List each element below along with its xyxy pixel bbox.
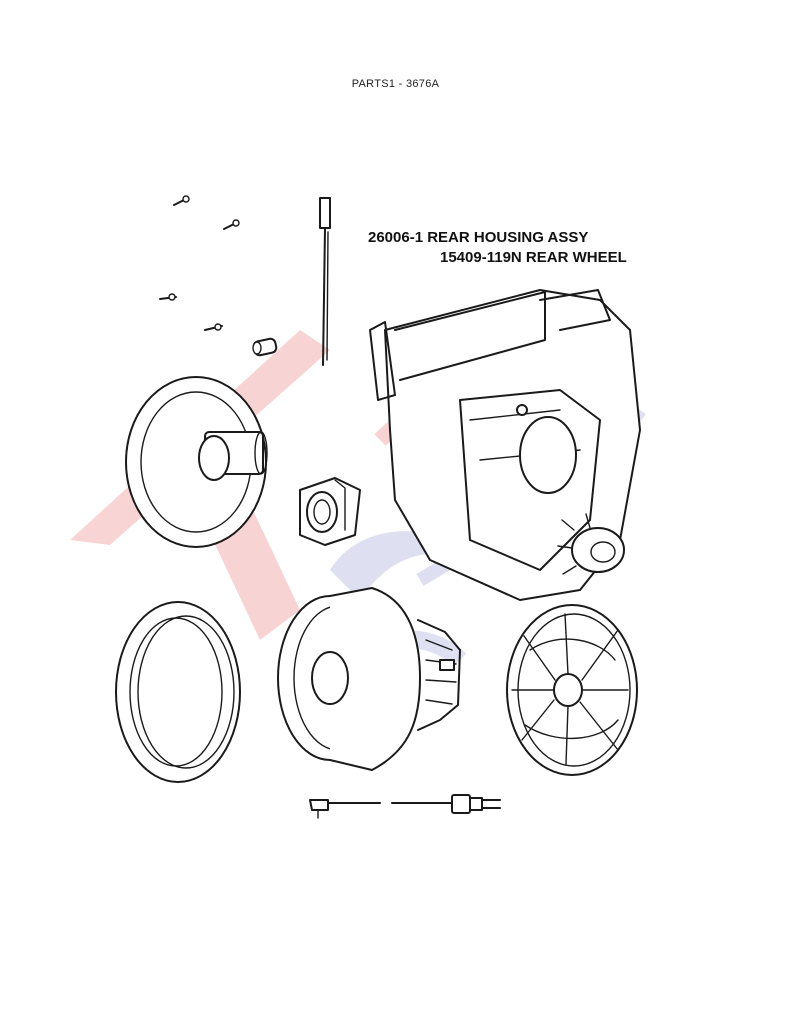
fan-icon bbox=[506, 604, 638, 776]
screw-icon bbox=[159, 293, 177, 301]
label-rear-housing: 26006-1 REAR HOUSING ASSY bbox=[368, 229, 588, 246]
screw-icon bbox=[223, 219, 240, 230]
plug-icon bbox=[309, 794, 501, 819]
wheel-icon bbox=[125, 376, 268, 548]
screw-icon bbox=[204, 323, 223, 331]
bushing-part bbox=[252, 337, 278, 357]
fan-icon bbox=[557, 513, 625, 575]
bearing-bracket bbox=[299, 477, 361, 546]
screw-icon bbox=[173, 195, 190, 206]
motor-icon bbox=[277, 587, 461, 771]
label-rear-wheel: 15409-119N REAR WHEEL bbox=[440, 249, 627, 266]
page-title: PARTS1 - 3676A bbox=[351, 78, 440, 90]
rear-housing-assembly bbox=[369, 289, 641, 601]
tire-ring bbox=[115, 601, 241, 783]
cord-icon bbox=[319, 197, 331, 366]
